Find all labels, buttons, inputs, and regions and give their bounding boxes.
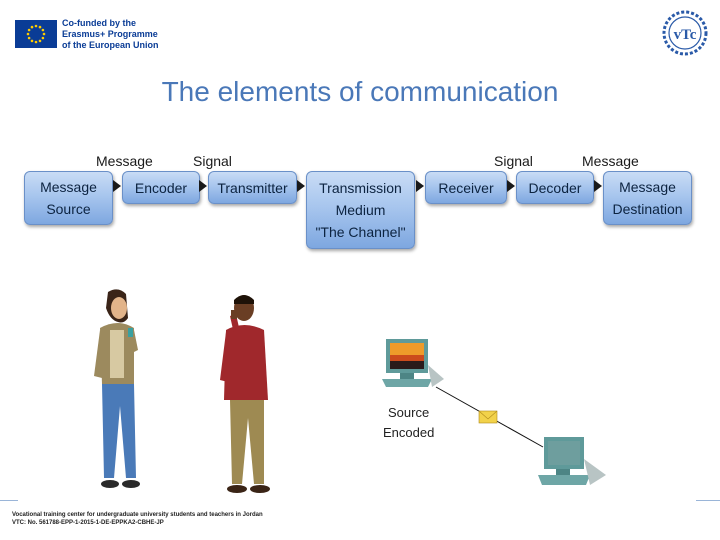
box-text: Transmission <box>319 180 402 196</box>
arrow-icon <box>199 180 207 192</box>
box-message-source: Message Source <box>24 171 113 225</box>
eu-flag-icon <box>15 20 57 48</box>
source-computer-icon <box>382 339 444 387</box>
woman-texting-icon <box>94 289 140 488</box>
footer-divider <box>0 500 18 501</box>
envelope-icon <box>478 410 498 424</box>
box-text: Encoder <box>134 179 188 196</box>
arrow-icon <box>297 180 305 192</box>
box-text: "The Channel" <box>315 224 406 240</box>
box-text: Receiver <box>438 179 494 196</box>
destination-computer-icon <box>538 437 606 485</box>
arrow-icon <box>594 180 602 192</box>
box-text: Message <box>619 179 676 195</box>
arrow-icon <box>507 180 515 192</box>
label-message-right: Message <box>582 153 639 169</box>
box-text: Destination <box>612 201 683 217</box>
box-transmission-medium: Transmission Medium "The Channel" <box>306 171 415 249</box>
eu-cofunding-text: Co-funded by the Erasmus+ Programme of t… <box>62 18 159 50</box>
box-text: Transmitter <box>217 179 288 196</box>
label-message-left: Message <box>96 153 153 169</box>
footer-divider <box>696 500 720 501</box>
box-encoder: Encoder <box>122 171 200 204</box>
box-text: Decoder <box>528 179 582 196</box>
man-on-phone-icon <box>220 295 270 493</box>
network-diagram <box>382 339 606 485</box>
page-title: The elements of communication <box>161 76 559 107</box>
encoded-label: Encoded <box>383 425 435 440</box>
vtc-logo-icon: vTc <box>658 10 712 56</box>
arrow-icon <box>113 180 121 192</box>
box-text: Medium <box>335 202 386 218</box>
footer-line-1: Vocational training center for undergrad… <box>12 512 263 518</box>
label-signal-right: Signal <box>494 153 533 169</box>
box-decoder: Decoder <box>516 171 594 204</box>
logo-text: vTc <box>674 27 697 43</box>
footer-line-2: VTC: No. 561788-EPP-1-2015-1-DE-EPPKA2-C… <box>12 520 164 526</box>
box-receiver: Receiver <box>425 171 507 204</box>
label-signal-left: Signal <box>193 153 232 169</box>
arrow-icon <box>416 180 424 192</box>
box-text: Source <box>46 201 91 217</box>
source-label: Source <box>388 405 430 420</box>
box-text: Message <box>40 179 97 195</box>
box-message-destination: Message Destination <box>603 171 692 225</box>
box-transmitter: Transmitter <box>208 171 297 204</box>
